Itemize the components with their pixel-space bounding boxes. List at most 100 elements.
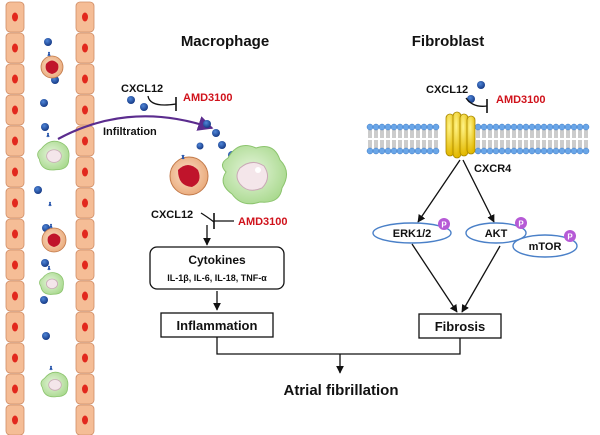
- lipid-head: [582, 123, 590, 131]
- inflammation-label: Inflammation: [177, 318, 258, 333]
- inhibition-line: [147, 95, 177, 106]
- lipid-head: [474, 123, 482, 131]
- receptor-mark: [46, 132, 50, 138]
- infiltration-label: Infiltration: [103, 126, 157, 138]
- lipid-head: [522, 147, 530, 155]
- cytokines-box: [149, 246, 285, 290]
- erk-label: ERK1/2: [393, 228, 432, 240]
- lipid-head: [528, 123, 536, 131]
- lipid-head: [576, 147, 584, 155]
- endothelial-nucleus: [82, 136, 88, 146]
- endothelial-nucleus: [82, 353, 88, 363]
- endothelial-nucleus: [12, 229, 18, 239]
- lipid-head: [552, 123, 560, 131]
- endothelial-nucleus: [12, 353, 18, 363]
- cxcr4-label: CXCR4: [474, 163, 512, 175]
- blood-vessel: [5, 1, 95, 435]
- lipid-head: [552, 147, 560, 155]
- endothelial-nucleus: [82, 43, 88, 53]
- lipid-head: [366, 147, 374, 155]
- receptor-mark: [49, 365, 53, 371]
- lipid-head: [396, 147, 404, 155]
- arrow: [411, 243, 458, 313]
- lipid-head: [486, 123, 494, 131]
- phospho-label: P: [441, 221, 447, 230]
- macrophage-nucleus: [46, 278, 59, 290]
- chemokine-dot: [40, 296, 48, 304]
- lipid-head: [420, 123, 428, 131]
- cxcl12-label: CXCL12: [121, 83, 163, 95]
- endothelial-nucleus: [12, 167, 18, 177]
- monocyte-nucleus: [45, 60, 59, 74]
- endothelial-nucleus: [82, 12, 88, 22]
- endothelial-nucleus: [82, 415, 88, 425]
- chemokine-dot: [212, 129, 220, 137]
- arrow: [461, 245, 501, 313]
- lipid-head: [522, 123, 530, 131]
- cxcl12-label: CXCL12: [426, 84, 468, 96]
- endothelial-nucleus: [12, 43, 18, 53]
- endothelial-nucleus: [82, 167, 88, 177]
- lipid-head: [576, 123, 584, 131]
- receptor-mark: [49, 223, 53, 229]
- endothelial-nucleus: [12, 198, 18, 208]
- chemokine-dot: [127, 96, 135, 104]
- cytokines-list: IL-1β, IL-6, IL-18, TNF-α: [167, 273, 267, 283]
- lipid-head: [564, 123, 572, 131]
- chemokine-dot: [34, 186, 42, 194]
- infiltration-arrow: [57, 115, 214, 140]
- lipid-head: [546, 147, 554, 155]
- lipid-head: [492, 147, 500, 155]
- phospho-badge: [438, 218, 450, 230]
- lipid-head: [408, 147, 416, 155]
- phospho-badge: [515, 217, 527, 229]
- endothelial-nucleus: [12, 260, 18, 270]
- lipid-head: [432, 123, 440, 131]
- fibrosis-box: [418, 313, 502, 339]
- lipid-head: [384, 123, 392, 131]
- receptor-mark: [48, 201, 52, 207]
- lipid-head: [372, 123, 380, 131]
- endothelial-nucleus: [12, 12, 18, 22]
- endothelial-nucleus: [12, 291, 18, 301]
- lipid-head: [426, 123, 434, 131]
- lipid-head: [564, 147, 572, 155]
- lipid-head: [528, 147, 536, 155]
- monocyte-cell: [169, 154, 209, 196]
- lipid-head: [390, 123, 398, 131]
- macrophage-nucleus: [46, 149, 62, 163]
- lipid-head: [510, 147, 518, 155]
- endothelial-nucleus: [82, 74, 88, 84]
- lipid-head: [510, 123, 518, 131]
- mtor-node: [512, 234, 578, 258]
- lipid-head: [570, 147, 578, 155]
- endothelial-nucleus: [82, 384, 88, 394]
- chemokine-dot: [140, 103, 148, 111]
- lipid-head: [540, 123, 548, 131]
- lipid-head: [492, 123, 500, 131]
- connector: [216, 337, 461, 355]
- receptor-mark: [47, 51, 51, 57]
- lipid-head: [516, 123, 524, 131]
- chemokine-dot: [40, 99, 48, 107]
- chemokine-dot: [218, 141, 226, 149]
- endothelial-nucleus: [12, 105, 18, 115]
- inhibition-line: [200, 212, 215, 223]
- amd3100-label: AMD3100: [238, 216, 288, 228]
- lipid-head: [582, 147, 590, 155]
- fibrosis-label: Fibrosis: [435, 319, 486, 334]
- mtor-label: mTOR: [529, 241, 562, 253]
- lipid-head: [474, 147, 482, 155]
- receptor-mark: [47, 265, 51, 271]
- lipid-head: [504, 123, 512, 131]
- lipid-head: [396, 123, 404, 131]
- lipid-head: [378, 147, 386, 155]
- endothelial-nucleus: [82, 229, 88, 239]
- lipid-head: [498, 147, 506, 155]
- lipid-head: [432, 147, 440, 155]
- phospho-badge: [564, 230, 576, 242]
- lipid-head: [372, 147, 380, 155]
- endothelial-nucleus: [82, 105, 88, 115]
